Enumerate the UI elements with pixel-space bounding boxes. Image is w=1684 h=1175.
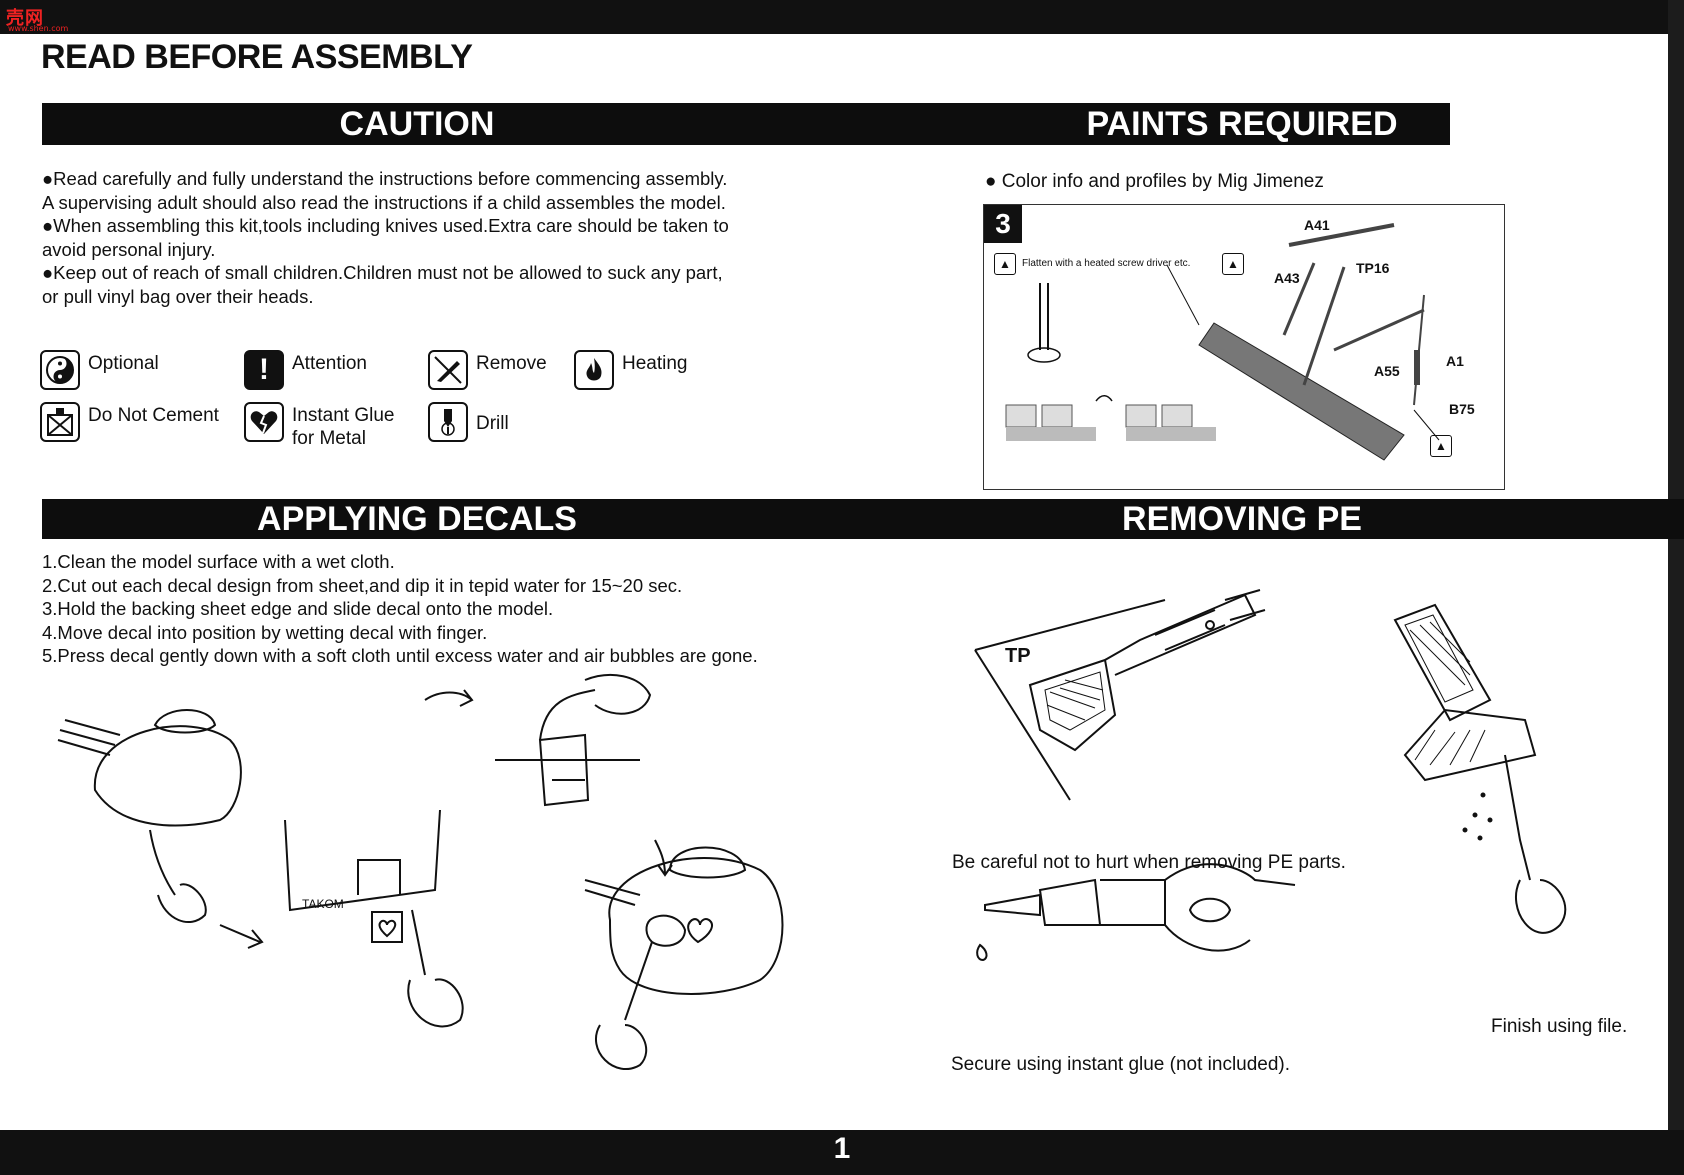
bottom-bar (0, 1130, 1684, 1175)
decal-step: 2.Cut out each decal design from sheet,a… (42, 574, 683, 596)
part-label: TP16 (1356, 260, 1390, 276)
legend-label: Optional (88, 353, 159, 374)
watermark-url: www.shen.com (8, 24, 69, 33)
pe-tp-label: TP (1005, 645, 1031, 667)
pe-caption-file: Finish using file. (1491, 1016, 1628, 1037)
legend-label-line: for Metal (292, 428, 366, 449)
part-label: A43 (1274, 270, 1300, 286)
legend-do-not-cement: Do Not Cement (40, 402, 219, 442)
legend-heating: Heating (574, 350, 688, 390)
decal-steps: 1.Clean the model surface with a wet clo… (42, 550, 882, 668)
legend-label: Drill (476, 413, 509, 434)
step-3-drawing (1005, 223, 1440, 461)
optional-icon (40, 350, 80, 390)
top-bar: 壳网 www.shen.com (0, 0, 1684, 34)
caution-banner: CAUTION PAINTS REQUIRED (42, 103, 1450, 145)
legend-drill: Drill (428, 402, 509, 442)
part-label: A41 (1304, 217, 1330, 233)
legend-remove: Remove (428, 350, 547, 390)
remove-icon (428, 350, 468, 390)
heating-icon: ▲ (1430, 435, 1452, 457)
pe-caption-glue: Secure using instant glue (not included)… (951, 1054, 1291, 1075)
legend-label: Do Not Cement (88, 405, 219, 426)
page-edge (1668, 0, 1684, 1175)
paints-info: ● Color info and profiles by Mig Jimenez (985, 171, 1324, 192)
decal-illustrations: TAKOM (57, 674, 784, 1071)
heating-icon: ▲ (994, 253, 1016, 275)
pe-illustrations: TP (974, 589, 1567, 962)
decal-step: 3.Hold the backing sheet edge and slide … (42, 598, 554, 619)
decal-step: 1.Clean the model surface with a wet clo… (42, 551, 395, 572)
decal-step: 4.Move decal into position by wetting de… (42, 621, 488, 643)
pe-title: REMOVING PE (1122, 500, 1362, 538)
decals-banner: APPLYING DECALS REMOVING PE (42, 499, 1684, 539)
caution-line: A supervising adult should also read the… (42, 191, 726, 213)
part-label: B75 (1449, 401, 1475, 417)
attention-icon: ! (244, 350, 284, 390)
legend-label: Heating (622, 353, 688, 374)
legend-attention: ! Attention (244, 350, 367, 390)
instant-glue-icon (244, 402, 284, 442)
caution-line: avoid personal injury. (42, 238, 216, 260)
watermark-logo: 壳网 (6, 8, 44, 29)
legend-label-line: Instant Glue (292, 405, 395, 426)
step-number: 3 (984, 205, 1022, 243)
page-title: READ BEFORE ASSEMBLY (41, 38, 473, 76)
part-label: A1 (1446, 353, 1464, 369)
step-note: Flatten with a heated screw driver etc. (1022, 258, 1191, 269)
sheet-brand: TAKOM (302, 897, 344, 911)
heating-icon: ▲ (1222, 253, 1244, 275)
legend-optional: Optional (40, 350, 159, 390)
do-not-cement-icon (40, 402, 80, 442)
drill-icon (428, 402, 468, 442)
caution-line: or pull vinyl bag over their heads. (42, 285, 314, 307)
caution-line: ●Read carefully and fully understand the… (42, 168, 728, 189)
pe-caption-remove: Be careful not to hurt when removing PE … (952, 852, 1346, 873)
caution-text: ●Read carefully and fully understand the… (42, 167, 842, 308)
decal-step: 5.Press decal gently down with a soft cl… (42, 645, 758, 666)
step-3-diagram: 3 ▲ Flatten with a heated screw driver e… (983, 204, 1505, 490)
caution-title: CAUTION (339, 105, 495, 143)
caution-line: ●Keep out of reach of small children.Chi… (42, 262, 723, 283)
legend-label: Attention (292, 353, 367, 374)
caution-line: ●When assembling this kit,tools includin… (42, 215, 729, 236)
paints-title: PAINTS REQUIRED (1086, 105, 1398, 143)
page-number: 1 (833, 1132, 851, 1165)
decals-title: APPLYING DECALS (257, 500, 577, 538)
heating-icon (574, 350, 614, 390)
part-label: A55 (1374, 363, 1400, 379)
legend-label: Remove (476, 353, 547, 374)
